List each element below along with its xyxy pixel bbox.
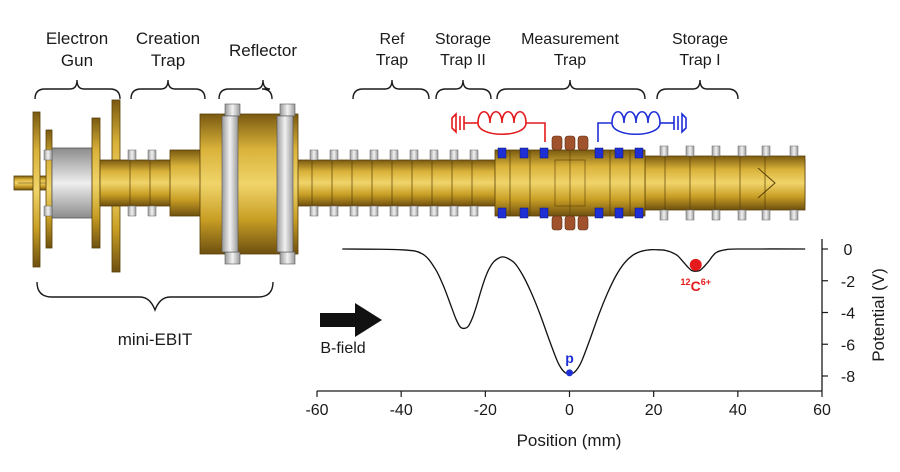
gun-plate xyxy=(32,111,41,268)
x-tick-label: 0 xyxy=(565,402,574,419)
reflector-cap xyxy=(224,251,241,265)
gun-plate xyxy=(91,117,101,249)
section-labels: Electron Gun Creation Trap Reflector Ref… xyxy=(46,29,728,70)
brace-creation-trap xyxy=(130,79,206,100)
brace-storage-trap-1 xyxy=(656,79,739,100)
electron-gun-label: Electron xyxy=(46,29,108,48)
electrode-dividers xyxy=(129,150,766,216)
y-axis-title: Potential (V) xyxy=(869,268,888,362)
measurement-trap-label-2: Trap xyxy=(554,52,586,69)
reflector-cap xyxy=(279,103,296,117)
bfield-label: B-field xyxy=(320,340,365,357)
x-tick-label: -20 xyxy=(474,402,497,419)
storage-trap-2-label-2: Trap II xyxy=(440,52,486,69)
x-tick-label: 20 xyxy=(645,402,663,419)
storage-trap-1-tip xyxy=(757,167,776,199)
carbon-ion-marker xyxy=(689,258,702,271)
x-tick-label: -40 xyxy=(390,402,413,419)
proton-marker xyxy=(566,369,573,377)
y-ticks: 0 -2 -4 -6 -8 xyxy=(822,242,855,386)
bfield-arrow-icon xyxy=(320,303,382,337)
brace-ref-trap xyxy=(352,79,430,100)
mini-ebit-label: mini-EBIT xyxy=(118,330,193,349)
creation-trap-label-2: Trap xyxy=(151,51,185,70)
mini-ebit-brace xyxy=(36,281,274,312)
x-tick-label: 40 xyxy=(729,402,747,419)
creation-trap-label: Creation xyxy=(136,29,200,48)
brace-measurement-trap xyxy=(496,79,646,100)
y-tick-label: -4 xyxy=(841,306,855,323)
apparatus xyxy=(13,99,806,273)
storage-trap-1-label-2: Trap I xyxy=(679,52,720,69)
storage-trap-1-label: Storage xyxy=(672,31,728,48)
brace-electron-gun xyxy=(34,79,121,100)
y-tick-label: -6 xyxy=(841,337,855,354)
x-ticks: -60 -40 -20 0 20 40 60 xyxy=(305,391,831,419)
electron-gun-label-2: Gun xyxy=(61,51,93,70)
ref-trap-label: Ref xyxy=(380,31,405,48)
brace-storage-trap-2 xyxy=(435,79,492,100)
section-braces xyxy=(34,79,739,100)
gun-body xyxy=(51,147,93,219)
y-tick-label: 0 xyxy=(844,242,853,259)
blue-clamps xyxy=(497,147,644,219)
gun-plate xyxy=(45,129,53,249)
reflector-spacer xyxy=(221,115,239,253)
reflector-label: Reflector xyxy=(229,41,297,60)
electrode-contacts xyxy=(551,135,589,231)
storage-trap-2-label: Storage xyxy=(435,31,491,48)
carbon-ion-label: 12C6+ xyxy=(681,277,711,294)
reflector-cap xyxy=(279,251,296,265)
spacer-tabs xyxy=(43,145,799,221)
proton-label: p xyxy=(565,350,574,366)
reflector-cap xyxy=(224,103,241,117)
y-tick-label: -2 xyxy=(841,274,855,291)
potential-chart: -60 -40 -20 0 20 40 60 0 -2 -4 -6 -8 Position (mm)… xyxy=(305,239,888,450)
x-tick-label: -60 xyxy=(305,402,328,419)
red-coil-icon xyxy=(451,110,546,142)
reflector-spacer xyxy=(276,115,294,253)
storage-trap-1-body xyxy=(644,155,806,211)
ref-trap-label-2: Trap xyxy=(376,52,408,69)
brace-reflector xyxy=(218,79,273,100)
x-axis-title: Position (mm) xyxy=(517,431,622,450)
y-tick-label: -8 xyxy=(841,369,855,386)
x-tick-label: 60 xyxy=(813,402,831,419)
measurement-trap-label: Measurement xyxy=(521,31,619,48)
blue-coil-icon xyxy=(597,110,687,142)
